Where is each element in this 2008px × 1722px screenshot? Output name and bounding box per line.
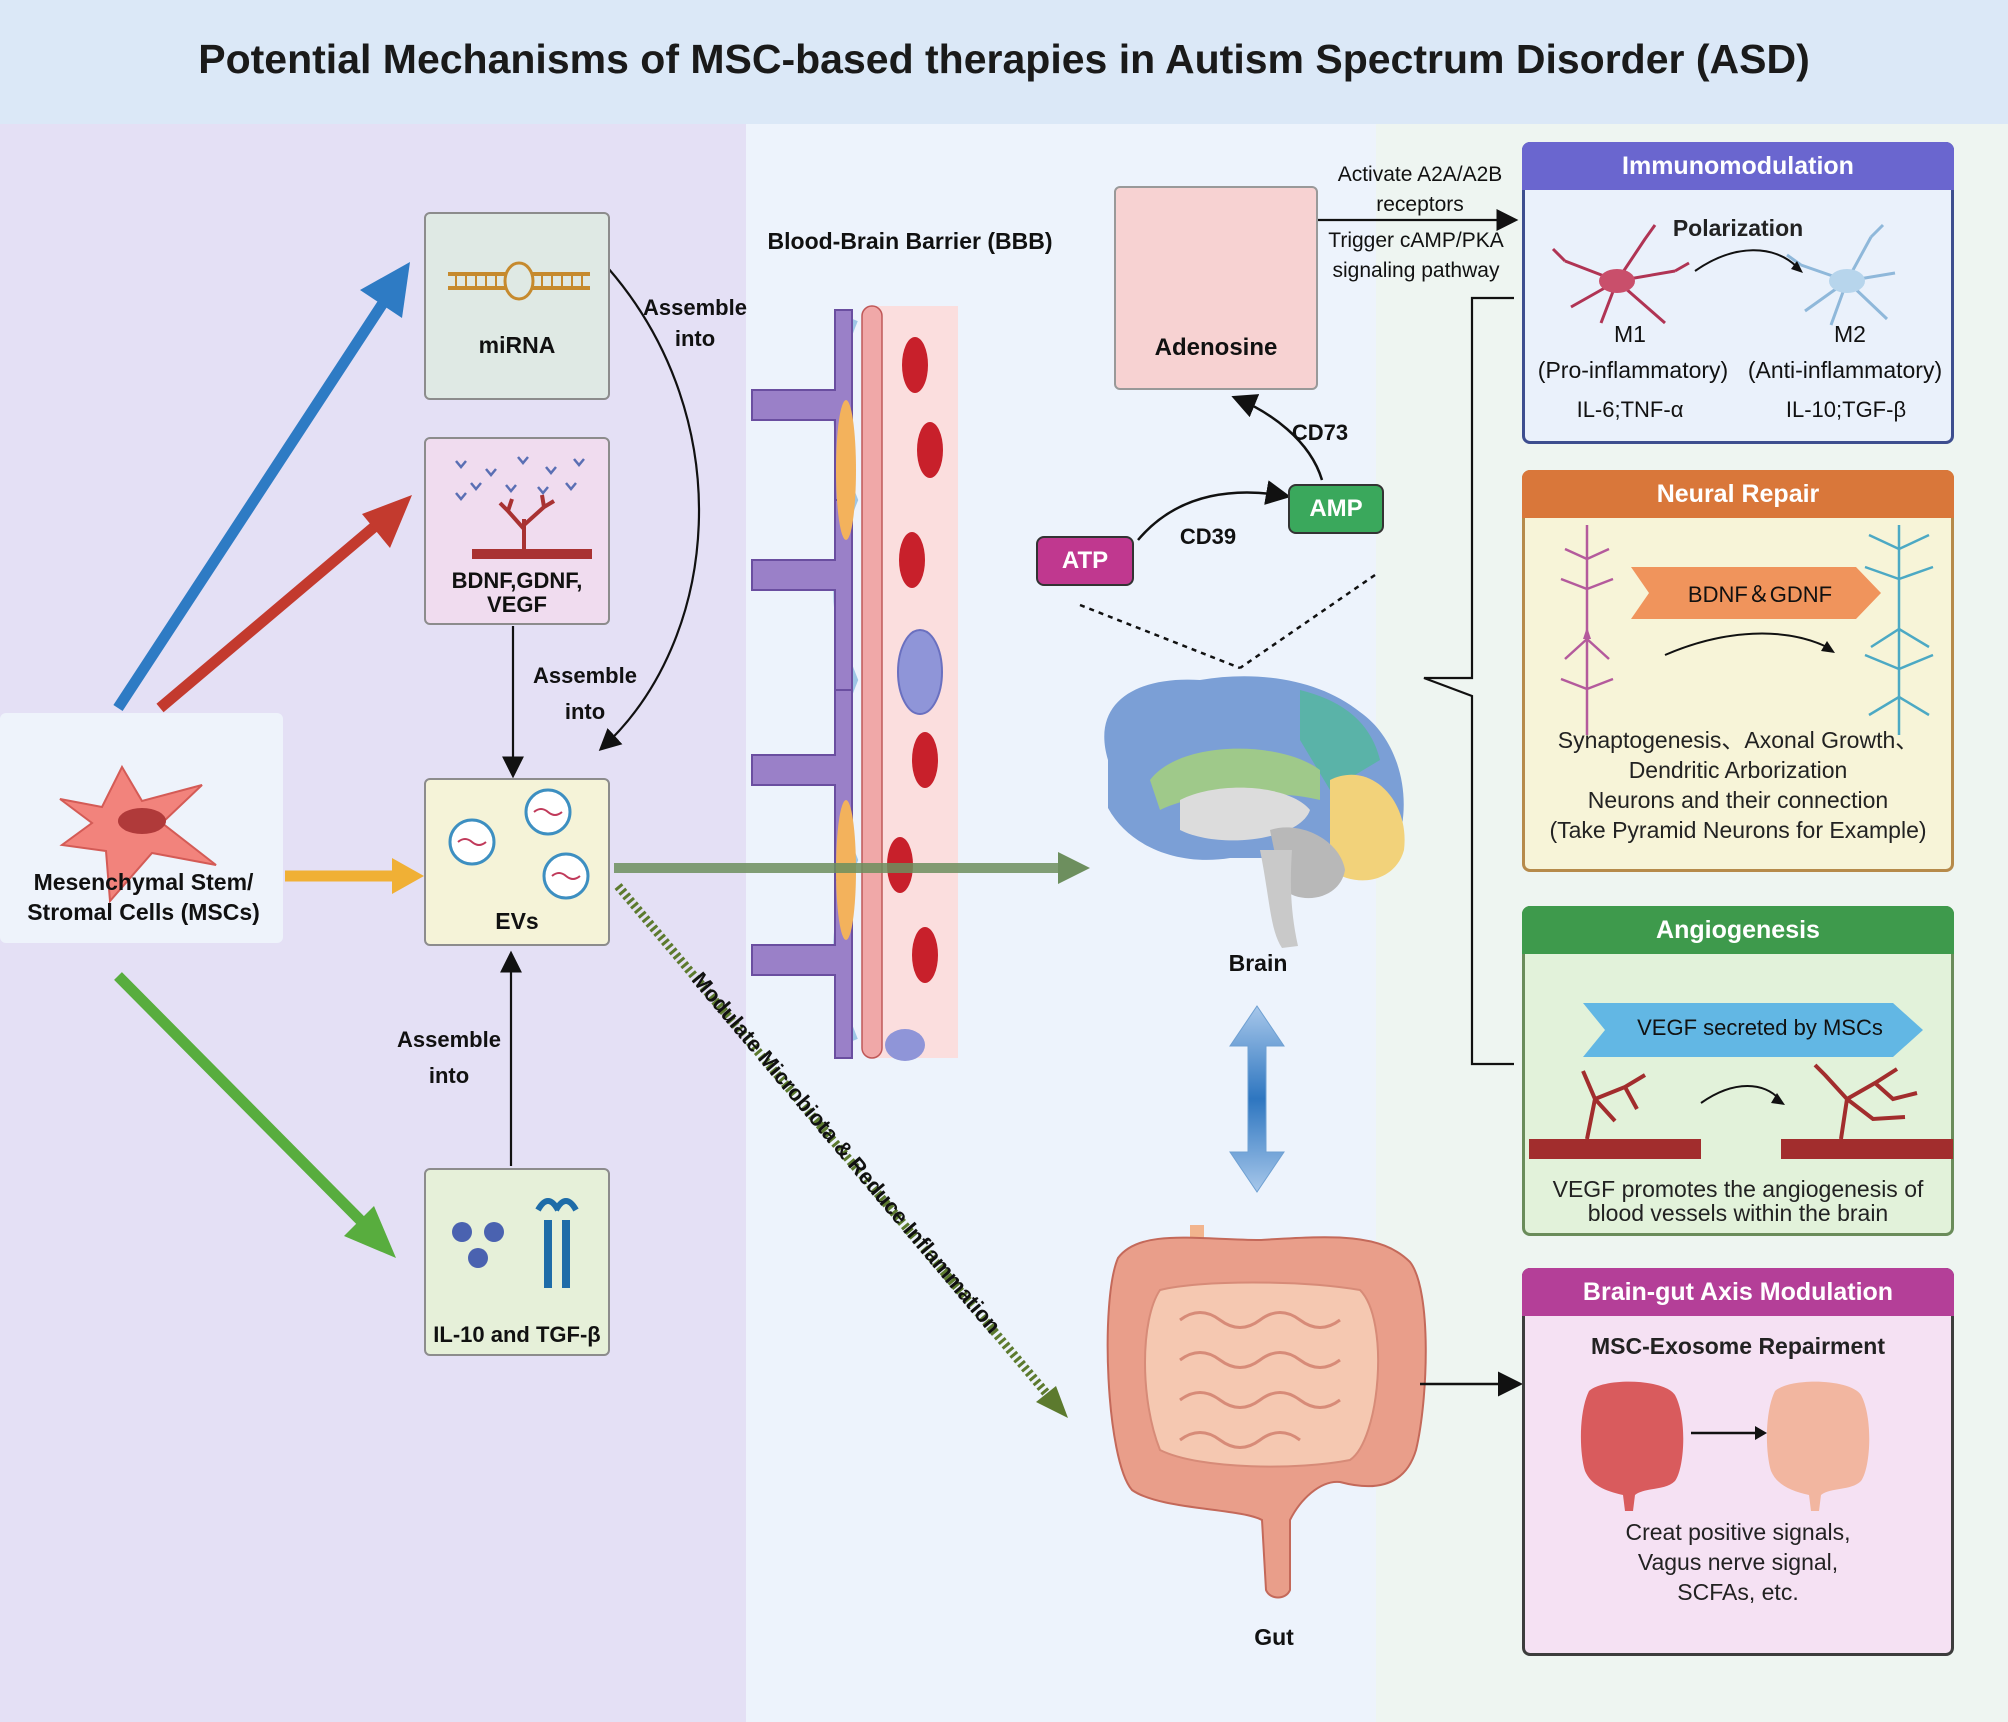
m1-description: (Pro-inflammatory) xyxy=(1537,357,1729,383)
m2-description: (Anti-inflammatory) xyxy=(1747,357,1943,383)
macrophage-polarization-icon xyxy=(1551,223,1896,326)
neural-repair-text: Synaptogenesis、Axonal Growth、 Dendritic … xyxy=(1525,725,1951,845)
title-band: Potential Mechanisms of MSC-based therap… xyxy=(0,0,2008,124)
cd39-label: CD39 xyxy=(1179,524,1237,549)
m2-label: M2 xyxy=(1834,321,1866,347)
neural-repair-line4: (Take Pyramid Neurons for Example) xyxy=(1549,817,1927,843)
mirna-box: miRNA xyxy=(424,212,610,400)
amp-badge: AMP xyxy=(1288,484,1384,534)
bdnf-gdnf-arrow-shape xyxy=(1631,567,1881,619)
brain-label: Brain xyxy=(1228,950,1288,976)
bbb-illustration xyxy=(751,305,958,1061)
polarization-label: Polarization xyxy=(1672,215,1804,241)
brain-gut-line2: Vagus nerve signal, xyxy=(1637,1549,1839,1575)
vegf-arrow-shape xyxy=(1583,1003,1923,1057)
m1-label: M1 xyxy=(1614,321,1646,347)
trigger-line2: signaling pathway xyxy=(1332,259,1500,282)
assemble-top-line2: into xyxy=(674,326,716,351)
assemble-bottom-line1: Assemble xyxy=(397,1027,501,1052)
neural-repair-title: Neural Repair xyxy=(1522,470,1954,518)
activate-receptors-text: Activate A2A/A2B receptors xyxy=(1320,160,1520,220)
cd73-label: CD73 xyxy=(1291,420,1349,445)
assemble-label-top: Assemble into xyxy=(630,292,760,354)
msc-box: Mesenchymal Stem/ Stromal Cells (MSCs) xyxy=(0,713,283,943)
gut-repair-icon xyxy=(1580,1381,1870,1511)
assemble-mid-line1: Assemble xyxy=(533,663,637,688)
immunomodulation-panel: Immunomodulation Polarization M1 M2 (Pro… xyxy=(1522,142,1954,444)
assemble-label-mid: Assemble into xyxy=(520,658,650,730)
evs-box: EVs xyxy=(424,778,610,946)
assemble-label-bottom: Assemble into xyxy=(384,1022,514,1094)
neural-repair-line2: Dendritic Arborization xyxy=(1628,757,1848,783)
immunomodulation-title: Immunomodulation xyxy=(1522,142,1954,190)
angiogenesis-line2: blood vessels within the brain xyxy=(1587,1200,1889,1226)
mirna-label: miRNA xyxy=(478,332,556,358)
blood-vessel-sprouting-icon xyxy=(1529,1063,1953,1159)
trigger-pathway-text: Trigger cAMP/PKA signaling pathway xyxy=(1316,226,1516,286)
brain-gut-double-arrow-icon xyxy=(1229,1005,1285,1193)
arrow-mirna-to-evs xyxy=(598,267,701,751)
neurotrophic-label-line2: VEGF xyxy=(487,592,547,617)
adenosine-label: Adenosine xyxy=(1154,334,1278,361)
adenosine-box xyxy=(1114,186,1318,390)
zoom-line-right xyxy=(1239,573,1376,670)
assemble-bottom-line2: into xyxy=(428,1063,470,1088)
bdnf-gdnf-arrow-label: BDNF＆GDNF xyxy=(1687,582,1833,607)
activate-line1: Activate A2A/A2B xyxy=(1337,163,1503,186)
brain-icon xyxy=(1104,676,1405,948)
mirna-hairpin-icon xyxy=(448,261,590,301)
msc-cell-icon xyxy=(59,764,217,904)
trigger-line1: Trigger cAMP/PKA xyxy=(1328,229,1504,252)
assemble-top-line1: Assemble xyxy=(643,295,747,320)
cytokines-label: IL-10 and TGF-β xyxy=(433,1322,601,1347)
angiogenesis-line1: VEGF promotes the angiogenesis of xyxy=(1552,1176,1924,1202)
panel-bracket xyxy=(1423,296,1514,1066)
neurotrophic-box: BDNF,GDNF, VEGF xyxy=(424,437,610,625)
arrow-atp-to-amp xyxy=(1137,480,1291,541)
extracellular-vesicles-icon xyxy=(448,788,590,900)
neural-repair-panel: Neural Repair BDNF＆GDNF Synaptogenesis、A… xyxy=(1522,470,1954,872)
zoom-line-left xyxy=(1079,603,1241,670)
brain-gut-title: Brain-gut Axis Modulation xyxy=(1522,1268,1954,1316)
arrow-amp-to-adenosine xyxy=(1231,394,1324,481)
neurotrophic-factors-icon xyxy=(455,456,592,559)
assemble-mid-line2: into xyxy=(564,699,606,724)
arrow-msc-to-neurotrophic xyxy=(156,495,412,713)
msc-label-line2: Stromal Cells (MSCs) xyxy=(27,899,260,925)
arrow-msc-to-evs xyxy=(285,858,424,894)
msc-label-line1: Mesenchymal Stem/ xyxy=(33,869,254,895)
arrow-evs-to-gut xyxy=(614,883,1068,1418)
cytokines-box: IL-10 and TGF-β xyxy=(424,1168,610,1356)
angiogenesis-title: Angiogenesis xyxy=(1522,906,1954,954)
brain-gut-text: Creat positive signals, Vagus nerve sign… xyxy=(1525,1517,1951,1607)
brain-gut-line1: Creat positive signals, xyxy=(1625,1519,1851,1545)
evs-label: EVs xyxy=(495,908,539,934)
cytokine-receptor-icon xyxy=(452,1198,579,1288)
arrow-evs-to-brain xyxy=(614,852,1090,884)
m2-cytokines: IL-10;TGF-β xyxy=(1785,397,1907,422)
m1-cytokines: IL-6;TNF-α xyxy=(1576,397,1684,422)
brain-gut-line3: SCFAs, etc. xyxy=(1677,1579,1799,1605)
pyramidal-neurons-icon xyxy=(1560,525,1934,735)
neurotrophic-label-line1: BDNF,GDNF, xyxy=(451,568,583,593)
gut-icon xyxy=(1106,1225,1427,1599)
angiogenesis-panel: Angiogenesis VEGF secreted by MSCs VEGF … xyxy=(1522,906,1954,1236)
page-title: Potential Mechanisms of MSC-based therap… xyxy=(198,36,1810,82)
bbb-label: Blood-Brain Barrier (BBB) xyxy=(767,228,1053,254)
brain-gut-panel: Brain-gut Axis Modulation MSC-Exosome Re… xyxy=(1522,1268,1954,1656)
neural-repair-line1: Synaptogenesis、Axonal Growth、 xyxy=(1557,727,1919,753)
arrow-msc-to-mirna xyxy=(113,262,410,712)
activate-line2: receptors xyxy=(1376,193,1464,216)
vegf-arrow-label: VEGF secreted by MSCs xyxy=(1637,1015,1883,1040)
angiogenesis-text: VEGF promotes the angiogenesis of blood … xyxy=(1525,1177,1951,1225)
atp-badge: ATP xyxy=(1036,536,1134,586)
arrow-msc-to-cytokines xyxy=(114,972,396,1258)
brain-gut-subtitle: MSC-Exosome Repairment xyxy=(1591,1333,1885,1359)
neural-repair-line3: Neurons and their connection xyxy=(1587,787,1889,813)
gut-label: Gut xyxy=(1254,1624,1294,1650)
